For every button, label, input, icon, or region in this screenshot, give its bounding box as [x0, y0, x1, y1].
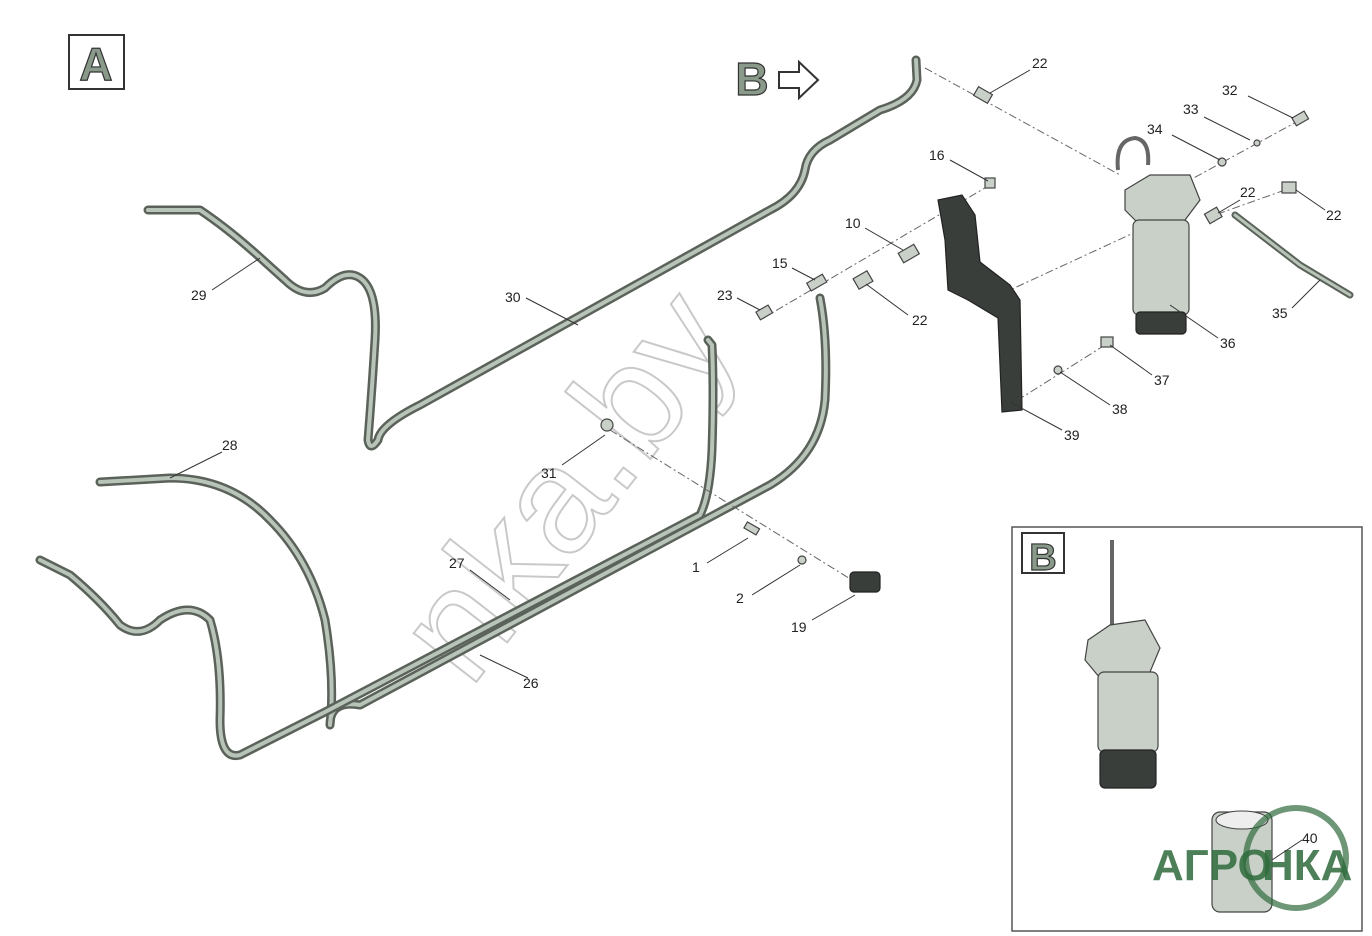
callout-16: 16 — [929, 147, 945, 163]
callout-39: 39 — [1064, 427, 1080, 443]
callouts: 22 32 33 34 16 22 22 10 15 23 22 35 36 3… — [169, 55, 1342, 861]
tube-35 — [1231, 211, 1354, 299]
callout-15: 15 — [772, 255, 788, 271]
arrow-right-icon — [778, 59, 820, 101]
callout-23: 23 — [717, 287, 733, 303]
callout-22: 22 — [1326, 207, 1342, 223]
callout-36: 36 — [1220, 335, 1236, 351]
view-b-inset-letter: B — [1029, 537, 1056, 579]
callout-19: 19 — [791, 619, 807, 635]
callout-33: 33 — [1183, 101, 1199, 117]
callout-22: 22 — [1240, 184, 1256, 200]
callout-31: 31 — [541, 465, 557, 481]
callout-38: 38 — [1112, 401, 1128, 417]
callout-28: 28 — [222, 437, 238, 453]
tube-27 — [35, 335, 718, 761]
callout-26: 26 — [523, 675, 539, 691]
callout-30: 30 — [505, 289, 521, 305]
callout-27: 27 — [449, 555, 465, 571]
view-b-arrow-label: B — [735, 52, 820, 106]
view-b-letter: B — [735, 53, 768, 105]
brand-watermark: АГРО НКА — [1152, 805, 1352, 911]
callout-1: 1 — [692, 559, 700, 575]
callout-32: 32 — [1222, 82, 1238, 98]
fuel-filter-36 — [1115, 135, 1201, 335]
view-a-letter: A — [79, 38, 112, 90]
callout-22: 22 — [1032, 55, 1048, 71]
callout-40: 40 — [1302, 830, 1318, 846]
bracket-39 — [937, 194, 1023, 413]
callout-34: 34 — [1147, 121, 1163, 137]
callout-35: 35 — [1272, 305, 1288, 321]
callout-22: 22 — [912, 312, 928, 328]
tube-30 — [143, 55, 922, 451]
callout-10: 10 — [845, 215, 861, 231]
callout-2: 2 — [736, 590, 744, 606]
view-a-label: A — [68, 34, 125, 91]
callout-29: 29 — [191, 287, 207, 303]
brand-left-text: АГРО — [1152, 841, 1272, 890]
brand-right-text: НКА — [1262, 841, 1352, 890]
view-b-inset: B — [1011, 526, 1363, 932]
callout-37: 37 — [1154, 372, 1170, 388]
tube-28 — [95, 293, 831, 730]
